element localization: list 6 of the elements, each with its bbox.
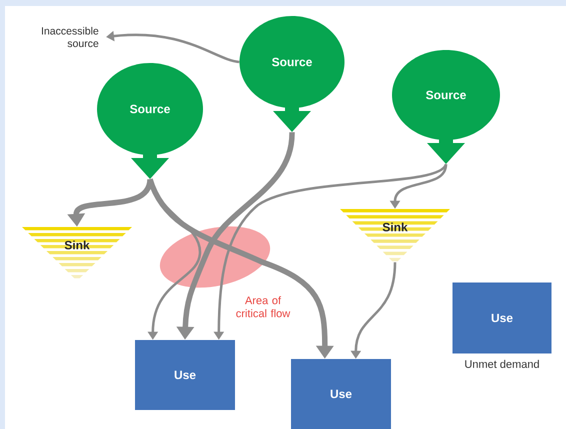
node-caption: Unmet demand xyxy=(465,360,539,368)
area-label: Area of critical flow xyxy=(236,296,290,318)
source-label: Inaccessible source xyxy=(42,26,98,48)
use-box: Use xyxy=(291,359,391,429)
use-box: Use xyxy=(135,340,235,410)
use-box: Use xyxy=(452,282,552,354)
